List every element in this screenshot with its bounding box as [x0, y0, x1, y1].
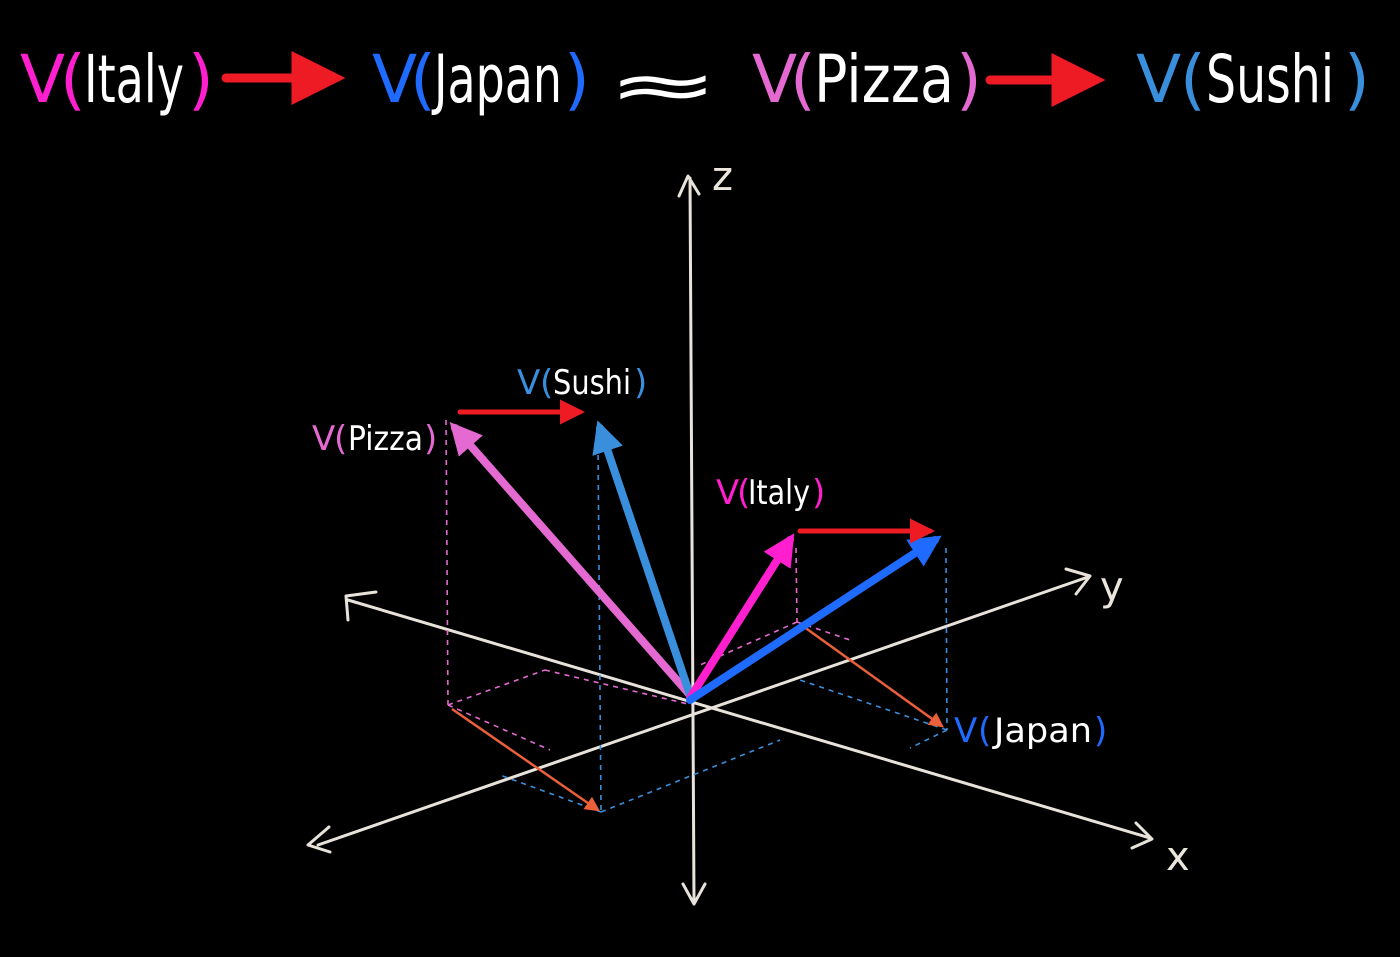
italy-vector-arrow: [686, 533, 795, 702]
x-axis-negative-arrowhead: [344, 590, 378, 622]
equation-sushi-close-paren: ): [1344, 41, 1370, 118]
equation-italy-close-paren: ): [188, 41, 214, 118]
equation-pizza-word: Pizza: [814, 41, 954, 118]
sushi-label-v: V: [517, 363, 540, 403]
sushi-base-edge-2: [499, 774, 602, 813]
projection-guides: [445, 419, 948, 813]
x-axis-label: x: [1166, 834, 1190, 880]
equation-japan-word: Japan: [431, 41, 562, 118]
japan-label-v: V: [954, 711, 977, 751]
pizza-vertical-drop: [445, 419, 449, 706]
italy-to-japan-plane-arrow: [799, 622, 945, 728]
equation-japan-open-paren: (: [410, 41, 436, 118]
pizza-label-open-paren: (: [334, 419, 347, 459]
z-axis-arrowhead: [677, 174, 701, 198]
japan-label-word: Japan: [992, 711, 1092, 751]
equation-pizza-close-paren: ): [956, 41, 982, 118]
vector-label-pizza: V ( Pizza ): [312, 419, 437, 459]
equation-sushi-v: V: [1136, 41, 1181, 118]
pizza-to-sushi-plane-arrow: [451, 707, 601, 812]
japan-base-edge-2: [909, 729, 948, 749]
sushi-label-open-paren: (: [540, 363, 553, 403]
equation-sushi-open-paren: (: [1180, 41, 1206, 118]
equation-sushi-word: Sushi: [1206, 41, 1334, 118]
z-axis-negative-arrowhead: [681, 882, 707, 906]
pizza-label-close-paren: ): [424, 419, 437, 459]
italy-label-open-paren: (: [737, 473, 750, 513]
italy-label-v: V: [716, 473, 739, 513]
plane-projection-arrows: [451, 622, 945, 812]
equation-italy-word: Italy: [84, 41, 184, 118]
sushi-label-word: Sushi: [553, 363, 631, 403]
italy-label-close-paren: ): [812, 473, 825, 513]
italy-vertical-drop: [795, 547, 798, 623]
x-axis-arrowhead: [1130, 821, 1154, 850]
italy-base-edge-2: [699, 621, 798, 666]
pizza-label-word: Pizza: [348, 419, 423, 459]
y-axis-arrowhead: [1064, 567, 1092, 596]
japan-base-edge-1: [799, 679, 948, 731]
x-axis-line: [346, 598, 1152, 840]
japan-label-open-paren: (: [978, 711, 991, 751]
offset-arrows: [457, 399, 935, 544]
approximately-equal-symbol: ≈: [606, 47, 720, 124]
japan-vector-arrow: [686, 535, 942, 704]
y-axis-label: y: [1100, 564, 1124, 610]
equation-term-sushi: V ( Sushi ): [1136, 41, 1370, 118]
pizza-label-v: V: [312, 419, 335, 459]
equation-term-italy: V ( Italy ): [20, 41, 214, 118]
analogy-equation: V ( Italy ) V ( Japan ) ≈ V ( Pizza ) V …: [20, 41, 1370, 124]
z-axis-line: [688, 176, 696, 902]
sushi-base-edge-1: [600, 739, 781, 813]
equation-italy-v: V: [20, 41, 65, 118]
y-axis-line: [316, 575, 1090, 847]
equation-japan-v: V: [372, 41, 417, 118]
coordinate-axes: z y x: [306, 154, 1190, 906]
japan-label-close-paren: ): [1094, 711, 1107, 751]
word-vectors: [449, 420, 942, 704]
vector-label-italy: V ( Italy ): [716, 473, 825, 513]
equation-japan-close-paren: ): [564, 41, 590, 118]
sushi-label-close-paren: ): [634, 363, 647, 403]
pizza-vector-arrow: [449, 421, 694, 699]
italy-label-word: Italy: [748, 473, 810, 513]
pizza-base-edge-1: [447, 669, 546, 706]
equation-term-japan: V ( Japan ): [372, 41, 590, 118]
sushi-vertical-drop: [597, 444, 602, 813]
sushi-vector-arrow: [592, 420, 694, 699]
vector-label-japan: V ( Japan ): [954, 711, 1107, 751]
equation-pizza-v: V: [752, 41, 797, 118]
equation-term-pizza: V ( Pizza ): [752, 41, 982, 118]
equation-pizza-open-paren: (: [790, 41, 816, 118]
equation-italy-open-paren: (: [60, 41, 86, 118]
vector-label-sushi: V ( Sushi ): [517, 363, 647, 403]
z-axis-label: z: [712, 154, 733, 200]
pizza-base-edge-2: [447, 704, 551, 751]
y-axis-negative-arrowhead: [306, 825, 332, 854]
japan-vertical-drop: [945, 547, 948, 731]
